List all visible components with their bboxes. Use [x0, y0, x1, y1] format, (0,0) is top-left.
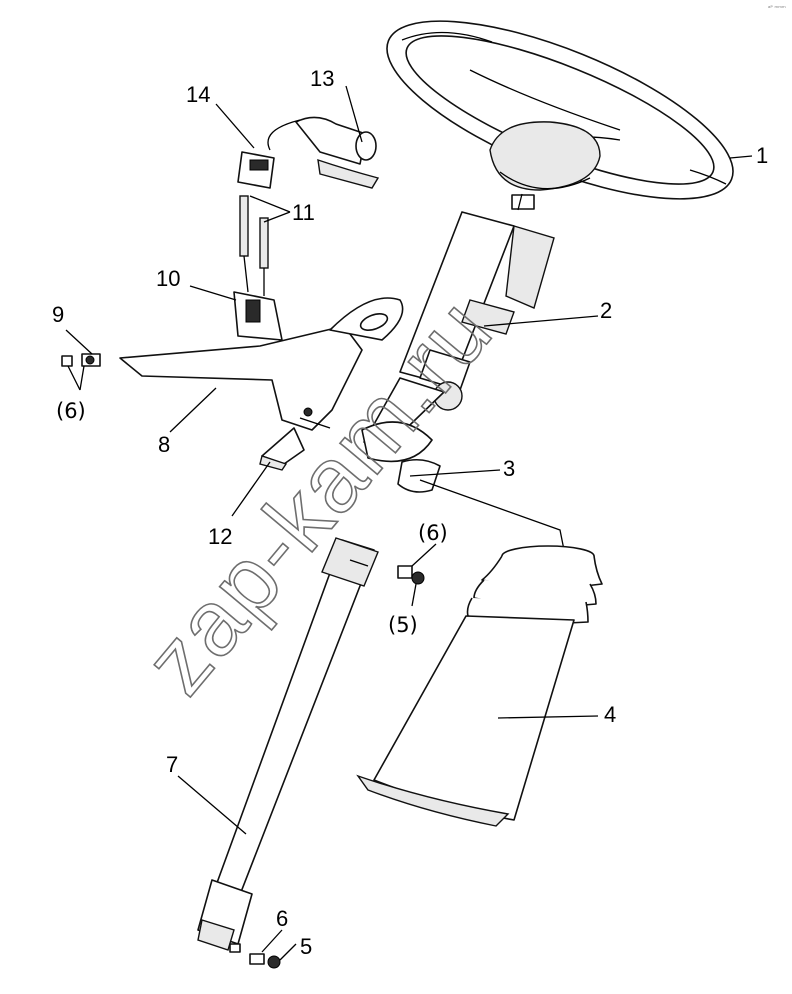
callout-7: 7: [166, 752, 178, 777]
callout-11: 11: [292, 200, 315, 225]
part-13-lock-assembly: [295, 116, 380, 189]
callout-1: 1: [756, 143, 768, 168]
callout-10: 10: [156, 266, 180, 291]
part-11-rods: [239, 195, 269, 296]
part-10-switch-block: [233, 291, 283, 341]
callout-5: 5: [300, 934, 312, 959]
callout-6-paren-left: (6): [56, 399, 86, 423]
callout-12: 12: [208, 524, 232, 549]
part-8-mounting-bracket: [119, 297, 404, 431]
part-4-boot: [356, 545, 603, 827]
part-9-bracket-bolt: [61, 353, 101, 367]
leader-lines: [65, 85, 753, 961]
part-7-steering-shaft: [197, 537, 379, 951]
part-2-column-housing: [361, 193, 555, 463]
callout-2: 2: [600, 298, 612, 323]
callout-3: 3: [503, 456, 515, 481]
part-1-steering-wheel: [386, 20, 734, 210]
corner-mark: ᵃᴾ ᵐᵐᵐ: [768, 5, 786, 12]
callout-9: 9: [52, 302, 64, 327]
callout-6: 6: [276, 906, 288, 931]
callout-4: 4: [604, 702, 616, 727]
part-12-clip: [259, 427, 305, 471]
callout-14: 14: [186, 82, 210, 107]
callout-13: 13: [310, 66, 334, 91]
fasteners-5-6: [229, 565, 425, 969]
callout-8: 8: [158, 432, 170, 457]
part-14-connector: [237, 119, 301, 189]
callout-5-paren: (5): [388, 613, 418, 637]
callout-6-paren-top: (6): [418, 521, 448, 545]
